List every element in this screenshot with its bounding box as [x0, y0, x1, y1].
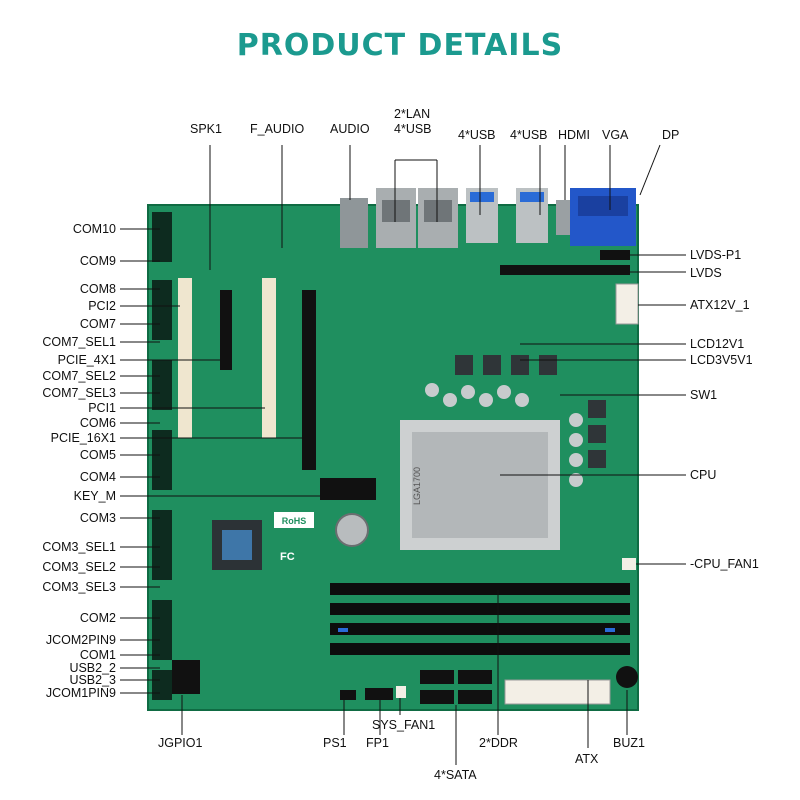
- leader-lines: [120, 144, 686, 765]
- com3-sel3-label: COM3_SEL3: [42, 580, 116, 594]
- atx-label: ATX: [575, 752, 599, 766]
- fc-mark: FC: [280, 551, 295, 563]
- com7-sel3-label: COM7_SEL3: [42, 386, 116, 400]
- com10-label: COM10: [72, 222, 116, 236]
- atx-power-connector: [504, 679, 611, 705]
- vrm-chokes: [455, 355, 606, 468]
- buz1-label: BUZ1: [613, 736, 645, 750]
- com7-label: COM7: [79, 317, 116, 331]
- lvds-p1-label: LVDS-P1: [690, 248, 742, 262]
- pcie-16x1-slot: [302, 290, 316, 470]
- hdmi-port: [556, 200, 572, 235]
- usb-b-label: 4*USB: [510, 128, 548, 142]
- lvds-header: [500, 265, 630, 275]
- usb2-2-label: USB2_2: [69, 661, 116, 675]
- vga-label: VGA: [602, 128, 629, 142]
- sys-fan1-header: [396, 686, 406, 698]
- ddr-label: 2*DDR: [479, 736, 518, 750]
- com4-label: COM4: [79, 470, 116, 484]
- com7-sel2-label: COM7_SEL2: [42, 369, 116, 383]
- pcie-16x1-label: PCIE_16X1: [50, 431, 116, 445]
- fp1-label: FP1: [366, 736, 389, 750]
- lvds-label: LVDS: [690, 266, 722, 280]
- com-headers: [152, 212, 172, 700]
- spk1-label: SPK1: [190, 122, 222, 136]
- com2-label: COM2: [79, 611, 116, 625]
- f-audio-label: F_AUDIO: [250, 122, 305, 136]
- com9-label: COM9: [79, 254, 116, 268]
- dp-label: DP: [662, 128, 680, 142]
- lcd12v1-label: LCD12V1: [690, 337, 745, 351]
- pci1-label: PCI1: [88, 401, 116, 415]
- fp1-header: [365, 688, 393, 700]
- lan-usb-label: 4*USB: [394, 122, 432, 136]
- sata-ports: [420, 670, 492, 704]
- pci2-label: PCI2: [88, 299, 116, 313]
- com3-sel2-label: COM3_SEL2: [42, 560, 116, 574]
- sw1-label: SW1: [690, 388, 718, 402]
- buzzer: [616, 666, 638, 688]
- pcie-4x1-slot: [220, 290, 232, 370]
- ddr-slots: [330, 583, 630, 655]
- cmos-battery: [335, 513, 369, 547]
- cpu-fan1-header: [622, 558, 636, 570]
- rear-io: [340, 188, 636, 248]
- socket-label: LGA1700: [412, 467, 422, 505]
- lan-label: 2*LAN: [394, 107, 431, 121]
- audio-jack: [340, 198, 368, 248]
- com7-sel1-label: COM7_SEL1: [42, 335, 116, 349]
- cpu-fan1-label: -CPU_FAN1: [690, 557, 759, 571]
- ps1-header: [340, 690, 356, 700]
- atx12v-connector: [615, 283, 639, 325]
- hdmi-label: HDMI: [558, 128, 590, 142]
- lvds-p1-header: [600, 250, 630, 260]
- key-m-label: KEY_M: [73, 489, 116, 503]
- usb2-3-label: USB2_3: [69, 673, 116, 687]
- com3-label: COM3: [79, 511, 116, 525]
- cpu-label: CPU: [690, 468, 717, 482]
- vrm-capacitors: [425, 383, 583, 487]
- com5-label: COM5: [79, 448, 116, 462]
- rohs-mark: RoHS: [282, 516, 307, 526]
- jcom2pin9-label: JCOM2PIN9: [45, 633, 116, 647]
- com3-sel1-label: COM3_SEL1: [42, 540, 116, 554]
- com8-label: COM8: [79, 282, 116, 296]
- pcie-4x1-label: PCIE_4X1: [57, 353, 116, 367]
- pci2-slot: [178, 278, 192, 438]
- page-title: PRODUCT DETAILS: [236, 28, 564, 63]
- jgpio1-header: [172, 660, 200, 694]
- m2-key-m: [320, 478, 376, 500]
- com6-label: COM6: [79, 416, 116, 430]
- usb-a-label: 4*USB: [458, 128, 496, 142]
- pci1-slot: [262, 278, 276, 438]
- com1-label: COM1: [79, 648, 116, 662]
- ps1-label: PS1: [323, 736, 347, 750]
- jcom1pin9-label: JCOM1PIN9: [45, 686, 116, 700]
- atx12v-label: ATX12V_1: [690, 298, 750, 312]
- audio-label: AUDIO: [330, 122, 370, 136]
- lcd3v5v1-label: LCD3V5V1: [690, 353, 753, 367]
- sys-fan1-label: SYS_FAN1: [372, 718, 436, 732]
- sata-label: 4*SATA: [434, 768, 477, 782]
- jgpio1-label: JGPIO1: [158, 736, 203, 750]
